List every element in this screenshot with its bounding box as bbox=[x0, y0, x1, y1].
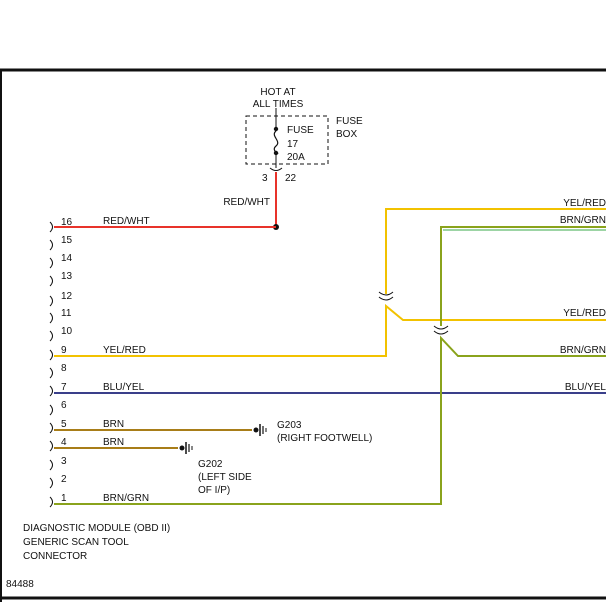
ground-g202-icon bbox=[179, 442, 193, 454]
ground-g202-location-line1: (LEFT SIDE bbox=[198, 472, 252, 483]
pin-number-1: 1 bbox=[61, 493, 67, 504]
fuse-element-icon bbox=[273, 130, 279, 155]
ground-g202-location-line2: OF I/P) bbox=[198, 485, 230, 496]
wire-label-right-top-brn: BRN/GRN bbox=[560, 215, 606, 226]
pin-number-15: 15 bbox=[61, 235, 73, 246]
pin-number-12: 12 bbox=[61, 291, 73, 302]
pin-number-11: 11 bbox=[61, 308, 72, 319]
pin-number-13: 13 bbox=[61, 271, 73, 282]
ground-g203-location: (RIGHT FOOTWELL) bbox=[277, 433, 372, 444]
wire-label-right-mid-yel: YEL/RED bbox=[563, 308, 606, 319]
pin-number-7: 7 bbox=[61, 382, 67, 393]
wire-pin9-yel-red bbox=[54, 303, 606, 357]
pin-number-10: 10 bbox=[61, 326, 73, 337]
wire-label-right-blu: BLU/YEL bbox=[565, 382, 606, 393]
fuse-box-connector-icon bbox=[269, 167, 283, 171]
fuse-box-terminal-3: 3 bbox=[262, 173, 268, 184]
ground-g203-id: G203 bbox=[277, 420, 302, 431]
fuse-number: 17 bbox=[287, 139, 299, 150]
fuse-label: FUSE bbox=[287, 125, 314, 136]
pin-number-9: 9 bbox=[61, 345, 67, 356]
wire-label-pin5: BRN bbox=[103, 419, 124, 430]
wire-yel-red-upper-branch bbox=[385, 208, 606, 294]
pin-number-6: 6 bbox=[61, 400, 67, 411]
wire-label-right-top-yel: YEL/RED bbox=[563, 198, 606, 209]
fuse-box-label-line2: BOX bbox=[336, 129, 357, 140]
wire-pin1-brn-grn bbox=[54, 335, 606, 505]
wire-label-right-mid-brn: BRN/GRN bbox=[560, 345, 606, 356]
fuse-terminal-bottom bbox=[273, 150, 279, 156]
figure-number: 84488 bbox=[6, 579, 34, 590]
pin-number-2: 2 bbox=[61, 474, 67, 485]
yel-red-connector-icon bbox=[378, 291, 394, 301]
wire-brn-grn-upper-branch bbox=[440, 226, 606, 326]
wire-label-pin7: BLU/YEL bbox=[103, 382, 145, 393]
hot-at-label: HOT AT bbox=[260, 87, 295, 98]
wire-label-pin4: BRN bbox=[103, 437, 124, 448]
fuse-output-wire-color: RED/WHT bbox=[223, 197, 270, 208]
ground-g202-id: G202 bbox=[198, 459, 223, 470]
pin-number-4: 4 bbox=[61, 437, 67, 448]
fuse-box-label-line1: FUSE bbox=[336, 116, 363, 127]
fuse-box-terminal-22: 22 bbox=[285, 173, 297, 184]
pin-number-16: 16 bbox=[61, 217, 73, 228]
fuse-rating: 20A bbox=[287, 152, 305, 163]
fuse-box-outline bbox=[245, 115, 329, 165]
brn-grn-connector-icon bbox=[433, 325, 449, 335]
connector-label-line2: GENERIC SCAN TOOL bbox=[23, 537, 129, 548]
pin-number-3: 3 bbox=[61, 456, 67, 467]
connector-label-line1: DIAGNOSTIC MODULE (OBD II) bbox=[23, 523, 170, 534]
pin-number-5: 5 bbox=[61, 419, 67, 430]
wire-label-pin9: YEL/RED bbox=[103, 345, 146, 356]
connector-label-line3: CONNECTOR bbox=[23, 551, 87, 562]
ground-g203-icon bbox=[253, 424, 267, 436]
connector-pin-symbols bbox=[49, 221, 53, 508]
all-times-label: ALL TIMES bbox=[253, 99, 304, 110]
pin-number-14: 14 bbox=[61, 253, 73, 264]
wire-label-pin16: RED/WHT bbox=[103, 216, 150, 227]
pin-number-8: 8 bbox=[61, 363, 67, 374]
fuse-terminal-top bbox=[273, 126, 279, 132]
wire-label-pin1: BRN/GRN bbox=[103, 493, 149, 504]
